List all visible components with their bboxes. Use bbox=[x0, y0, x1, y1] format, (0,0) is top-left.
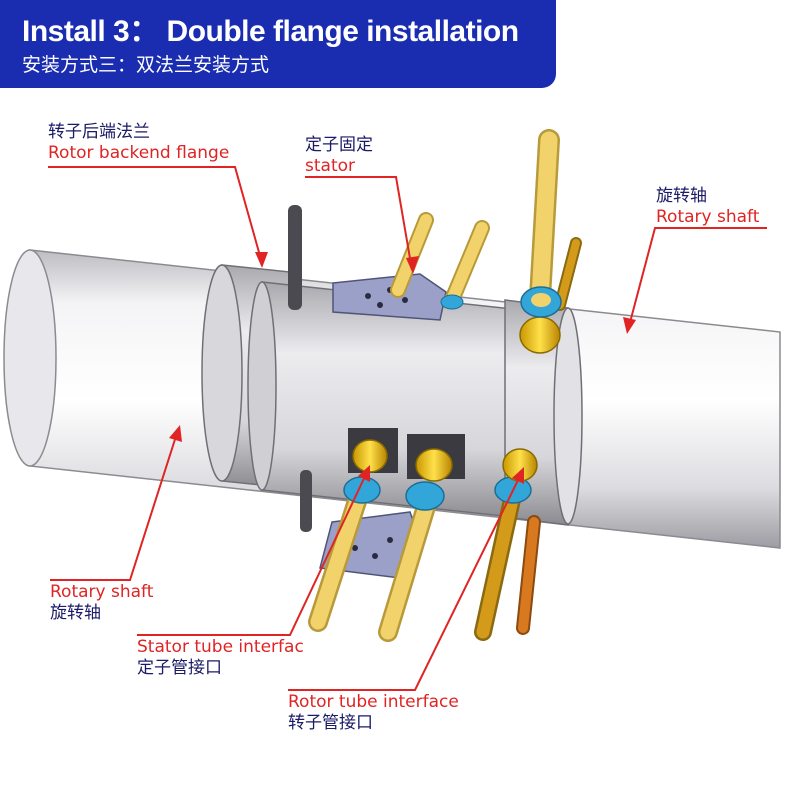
leader-stator bbox=[305, 176, 419, 274]
leader-rotor-tube bbox=[288, 467, 524, 691]
label-zh: 转子管接口 bbox=[288, 713, 373, 733]
leader-stator-tube bbox=[137, 465, 370, 636]
leader-rotor-backend-flange bbox=[48, 166, 268, 268]
label-stator: 定子固定 stator bbox=[305, 135, 373, 177]
label-rotary-shaft-top: 旋转轴 Rotary shaft bbox=[656, 186, 759, 228]
anti-rotation-pin bbox=[288, 205, 302, 310]
fitting-stator-2 bbox=[405, 448, 453, 511]
label-zh: 定子固定 bbox=[305, 135, 373, 155]
stator-tube-top-2 bbox=[444, 220, 490, 308]
rotor-tube-bottom-2 bbox=[516, 515, 541, 635]
rotor-tube-top-2 bbox=[554, 237, 582, 311]
fitting-rotor-1 bbox=[494, 448, 538, 504]
banner-subtitle: 安装方式三：双法兰安装方式 bbox=[22, 54, 270, 76]
fitting-rotor-top bbox=[519, 286, 562, 354]
rotor-tube-bottom-1 bbox=[474, 486, 522, 641]
leader-rotary-shaft-top bbox=[623, 227, 767, 334]
label-zh: 旋转轴 bbox=[656, 186, 707, 206]
leader-rotary-shaft-bottom bbox=[50, 425, 182, 581]
stator-bracket-top bbox=[332, 273, 447, 321]
fitting-stator-top bbox=[440, 294, 464, 310]
label-rotor-backend-flange: 转子后端法兰 Rotor backend flange bbox=[48, 122, 229, 164]
label-en: Rotor backend flange bbox=[48, 143, 230, 163]
label-en: Stator tube interfac bbox=[137, 637, 304, 657]
label-en: stator bbox=[305, 156, 355, 176]
label-zh: 旋转轴 bbox=[50, 603, 101, 623]
anti-rotation-pin bbox=[300, 470, 312, 532]
rotor-tube-top-1 bbox=[529, 129, 560, 309]
label-zh: 转子后端法兰 bbox=[48, 122, 150, 142]
rotor-body bbox=[247, 281, 541, 521]
stator-tube-bottom-2 bbox=[378, 490, 438, 642]
label-rotary-shaft-bottom: Rotary shaft 旋转轴 bbox=[50, 582, 153, 624]
banner-title: Install 3： Double flange installation bbox=[22, 15, 519, 48]
label-rotor-tube-interface: Rotor tube interface 转子管接口 bbox=[288, 692, 459, 734]
title-banner: Install 3： Double flange installation 安装… bbox=[0, 0, 556, 88]
stator-tube-bottom-1 bbox=[308, 482, 370, 632]
stator-tube-top-1 bbox=[390, 212, 434, 298]
label-en: Rotor tube interface bbox=[288, 692, 459, 712]
label-en: Rotary shaft bbox=[50, 582, 154, 602]
leader-arrows bbox=[48, 166, 767, 691]
label-stator-tube-interface: Stator tube interfac 定子管接口 bbox=[137, 637, 304, 679]
label-zh: 定子管接口 bbox=[137, 658, 222, 678]
label-en: Rotary shaft bbox=[656, 207, 760, 227]
